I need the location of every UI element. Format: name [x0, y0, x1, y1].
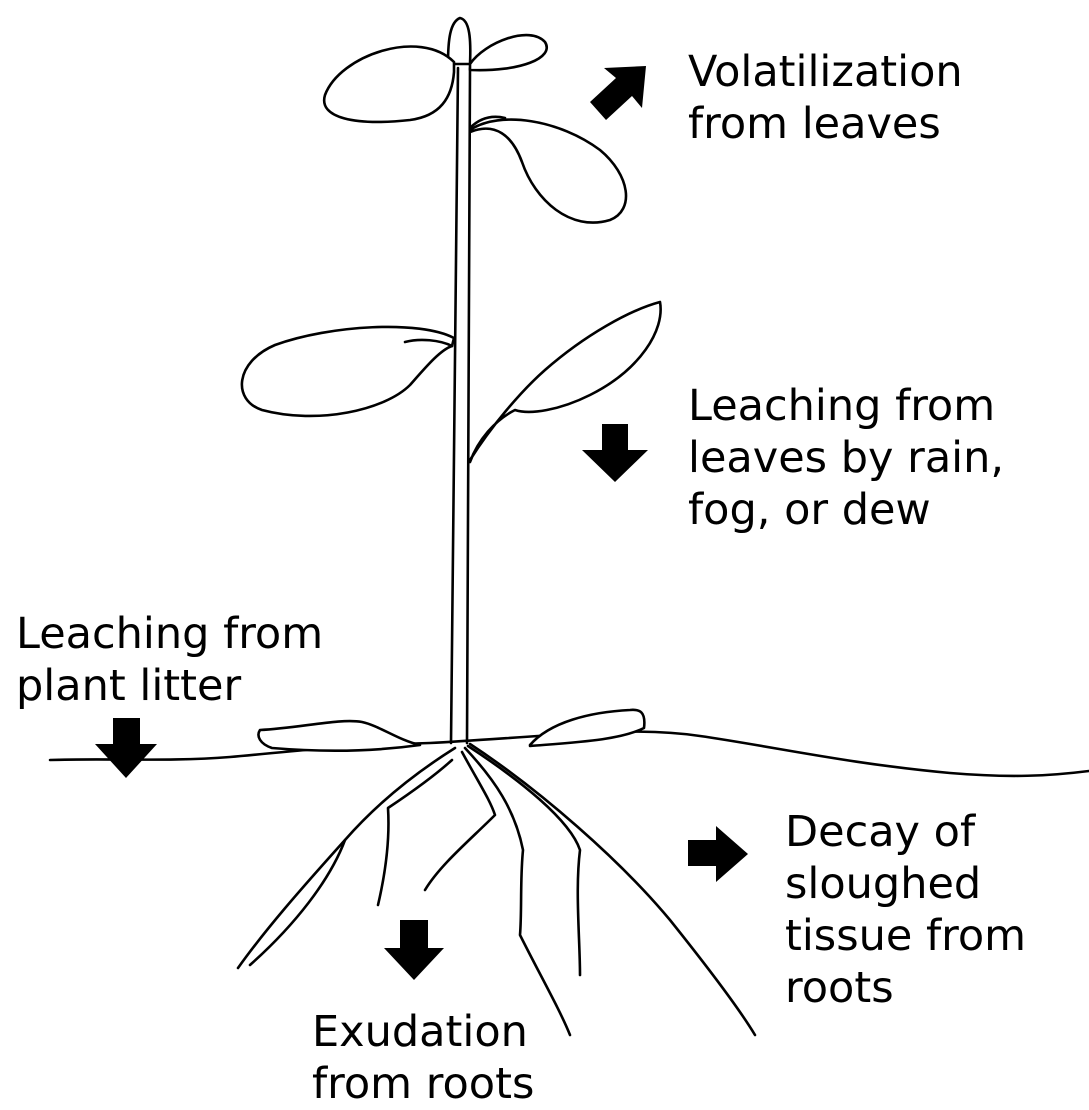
label-leaching-litter: Leaching from plant litter — [16, 608, 323, 712]
litter-leaf-right — [530, 710, 644, 746]
leaf-lower-right — [470, 302, 661, 462]
root-left — [378, 760, 452, 905]
label-line: plant litter — [16, 660, 323, 712]
stem-right-edge — [467, 68, 470, 743]
label-line: from leaves — [688, 98, 963, 150]
stem-tip — [448, 18, 470, 64]
label-leaching-leaves: Leaching from leaves by rain, fog, or de… — [688, 380, 1004, 536]
label-exudation: Exudation from roots — [312, 1006, 534, 1110]
label-line: Decay of — [785, 806, 1026, 858]
arrow-down-litter-icon — [95, 718, 157, 778]
label-line: from roots — [312, 1058, 534, 1110]
label-line: Leaching from — [688, 380, 1004, 432]
label-line: Exudation — [312, 1006, 534, 1058]
arrow-up-right-icon — [590, 66, 646, 120]
root-far-left-branch — [250, 840, 345, 965]
arrow-down-leaves-icon — [582, 424, 648, 482]
leaf-upper-right — [470, 120, 626, 223]
label-line: sloughed — [785, 858, 1026, 910]
label-line: Leaching from — [16, 608, 323, 660]
label-line: Volatilization — [688, 46, 963, 98]
label-volatilization: Volatilization from leaves — [688, 46, 963, 150]
arrow-down-exudation-icon — [384, 920, 444, 980]
root-far-right — [470, 744, 755, 1035]
stem-left-edge — [451, 68, 458, 743]
litter-leaf-left — [259, 721, 421, 751]
root-center — [465, 748, 570, 1035]
label-line: tissue from — [785, 910, 1026, 962]
label-line: fog, or dew — [688, 484, 1004, 536]
leaf-top-right — [470, 35, 547, 70]
label-decay: Decay of sloughed tissue from roots — [785, 806, 1026, 1014]
label-line: roots — [785, 962, 1026, 1014]
leaf-top-left — [324, 47, 454, 122]
label-line: leaves by rain, — [688, 432, 1004, 484]
arrow-right-decay-icon — [688, 826, 748, 882]
